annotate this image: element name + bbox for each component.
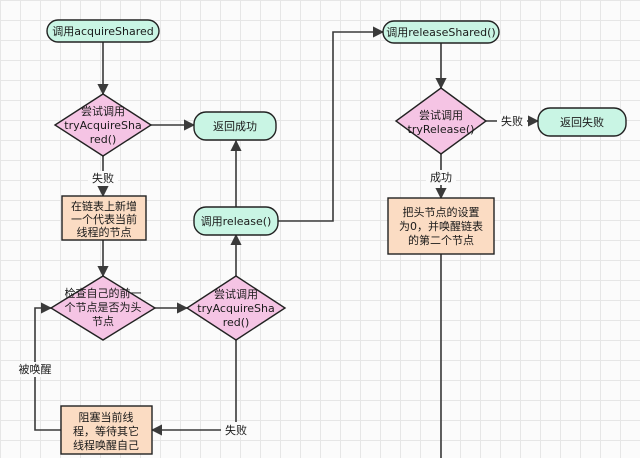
- node-start-acquire-label: 调用acquireShared: [52, 25, 154, 38]
- node-try-release-line-2: tryRelease(): [408, 123, 475, 136]
- label-release-fail: 失败: [501, 114, 523, 128]
- node-try-acquire-1-line-3: red(): [90, 133, 117, 146]
- node-add-to-queue-line-3: 线程的节点: [77, 225, 132, 239]
- node-call-release-label: 调用release(): [201, 215, 272, 228]
- label-acquire-fail-2: 失败: [225, 423, 247, 437]
- node-add-to-queue[interactable]: 在链表上新增 一个代表当前 线程的节点: [61, 195, 147, 241]
- node-block-thread-line-2: 程，等待其它: [73, 424, 139, 438]
- node-block-thread-line-3: 线程唤醒自己: [73, 438, 139, 452]
- node-start-release[interactable]: 调用releaseShared(): [382, 20, 500, 44]
- node-try-release-line-1: 尝试调用: [419, 109, 463, 122]
- node-try-acquire-2-line-2: tryAcquireSha: [197, 302, 274, 315]
- node-call-release[interactable]: 调用release(): [193, 206, 279, 236]
- node-try-acquire-2-line-1: 尝试调用: [214, 288, 258, 301]
- node-start-release-label: 调用releaseShared(): [386, 26, 495, 39]
- node-try-acquire-1-line-1: 尝试调用: [81, 105, 125, 118]
- node-try-acquire-1[interactable]: 尝试调用 tryAcquireSha red(): [53, 93, 153, 157]
- node-return-success[interactable]: 返回成功: [193, 111, 277, 141]
- node-set-head-line-3: 的第二个节点: [408, 233, 474, 247]
- node-check-predecessor-line-3: 节点: [92, 315, 114, 328]
- node-try-acquire-2-line-3: red(): [223, 316, 250, 329]
- edge-try2-to-block: [150, 340, 237, 436]
- node-block-thread-line-1: 阻塞当前线: [79, 410, 134, 424]
- node-set-head-line-2: 为0，并唤醒链表: [399, 219, 483, 233]
- node-try-release[interactable]: 尝试调用 tryRelease(): [394, 87, 488, 155]
- edge-labels: 失败 失败 被唤醒 失败 成功: [14, 114, 527, 437]
- node-check-predecessor-line-2: 个节点是否为头: [65, 301, 142, 314]
- node-start-acquire[interactable]: 调用acquireShared: [46, 19, 160, 43]
- node-return-fail-label: 返回失败: [560, 115, 604, 129]
- node-set-head-line-1: 把头节点的设置: [403, 205, 480, 219]
- edge-release-to-release-shared: [278, 26, 385, 222]
- node-return-success-label: 返回成功: [213, 120, 257, 133]
- node-set-head[interactable]: 把头节点的设置 为0，并唤醒链表 的第二个节点: [387, 197, 495, 255]
- node-try-acquire-2[interactable]: 尝试调用 tryAcquireSha red(): [185, 275, 287, 341]
- label-acquire-fail: 失败: [92, 171, 114, 185]
- node-check-predecessor-line-1: 检查自己的前一: [65, 286, 142, 300]
- label-awakened: 被唤醒: [19, 362, 52, 376]
- label-release-success: 成功: [430, 171, 452, 184]
- node-check-predecessor[interactable]: 检查自己的前一 个节点是否为头 节点: [49, 275, 157, 341]
- node-add-to-queue-line-1: 在链表上新增: [71, 199, 137, 213]
- node-block-thread[interactable]: 阻塞当前线 程，等待其它 线程唤醒自己: [60, 405, 153, 455]
- node-add-to-queue-line-2: 一个代表当前: [71, 212, 137, 226]
- node-return-fail[interactable]: 返回失败: [537, 107, 627, 137]
- node-try-acquire-1-line-2: tryAcquireSha: [64, 119, 141, 132]
